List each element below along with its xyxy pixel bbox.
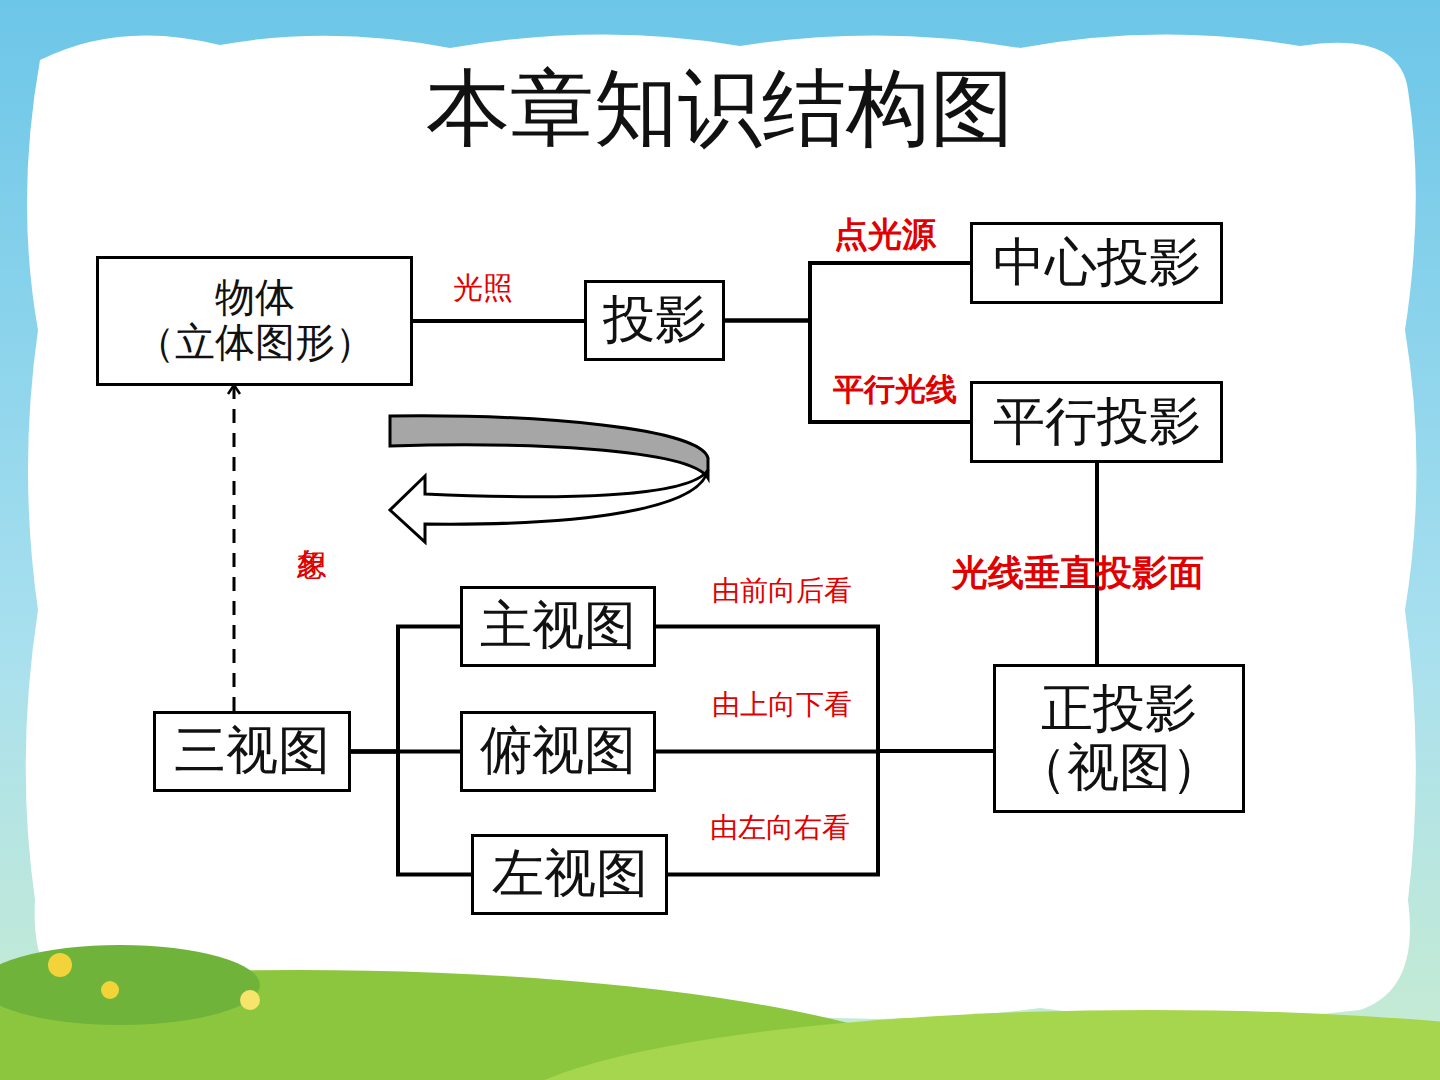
box-text: 三视图 (174, 722, 330, 780)
edge-label: 由前向后看 (712, 572, 852, 610)
box-text: 主视图 (480, 597, 636, 655)
connector-line (668, 751, 993, 875)
left-view-box: 左视图 (471, 834, 668, 915)
edge-label: 由左向右看 (710, 809, 850, 847)
connector-line (725, 263, 970, 321)
central-projection-box: 中心投影 (970, 222, 1223, 304)
flower (240, 990, 260, 1010)
connector-line (351, 752, 471, 875)
object-box: 物体（立体图形） (96, 256, 413, 386)
flower (48, 953, 72, 977)
connector-line (413, 319, 584, 323)
connector-line (351, 627, 460, 752)
grass-tuft (0, 945, 260, 1025)
three-views-box: 三视图 (153, 711, 351, 792)
connector-line (725, 321, 970, 423)
box-text: 俯视图 (480, 722, 636, 780)
box-text: （视图） (1015, 739, 1223, 797)
box-text: 左视图 (492, 845, 648, 903)
diagram-title: 本章知识结构图 (0, 52, 1440, 166)
edge-label: 由上向下看 (712, 686, 852, 724)
paper-panel (26, 34, 1417, 1019)
box-text: 中心投影 (993, 234, 1201, 292)
connector-line (656, 627, 993, 752)
box-text: 平行投影 (993, 393, 1201, 451)
grass-hill (500, 1010, 1440, 1080)
box-text: （立体图形） (135, 321, 375, 366)
curved-arrow-band (390, 416, 708, 478)
edge-label: 平行光线 (833, 369, 957, 411)
edge-label: 光照 (453, 268, 513, 309)
edge-label: 光线垂直投影面 (952, 549, 1204, 598)
parallel-projection-box: 平行投影 (970, 381, 1223, 463)
orthographic-projection-box: 正投影（视图） (993, 664, 1245, 813)
box-text: 投影 (603, 291, 707, 349)
projection-box: 投影 (584, 280, 725, 361)
curved-arrow-head (390, 470, 708, 542)
top-view-box: 俯视图 (460, 711, 656, 792)
edge-label: 点光源 (834, 212, 936, 258)
box-text: 正投影 (1041, 680, 1197, 738)
front-view-box: 主视图 (460, 586, 656, 667)
dashed-arrow (233, 386, 236, 711)
flower (101, 981, 119, 999)
box-text: 物体 (215, 276, 295, 321)
